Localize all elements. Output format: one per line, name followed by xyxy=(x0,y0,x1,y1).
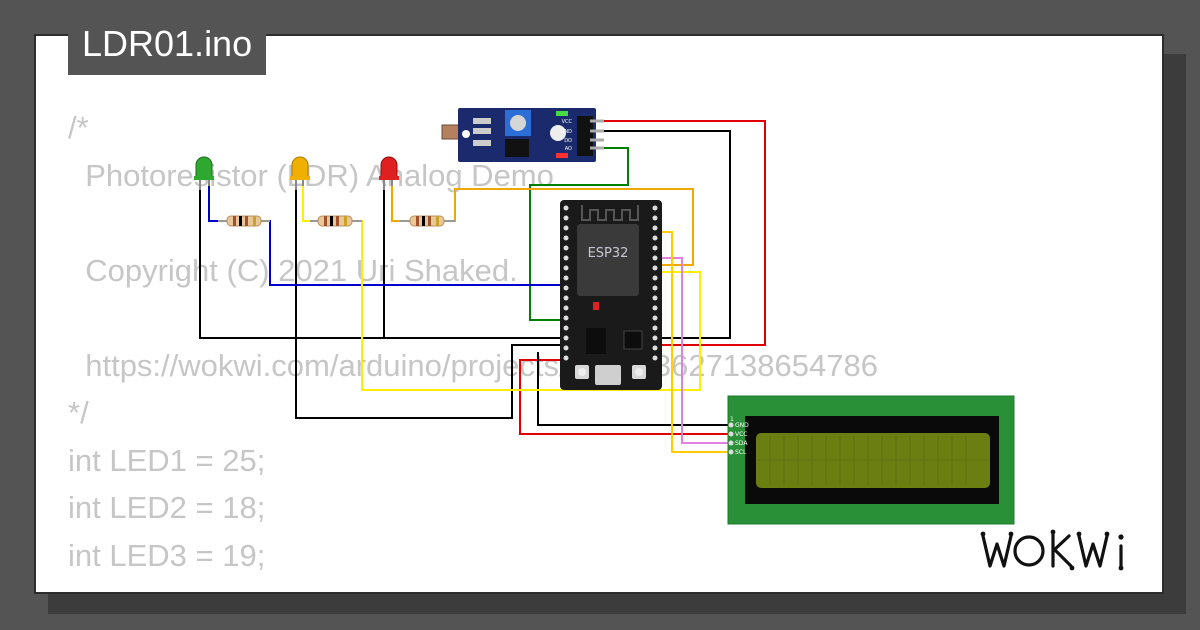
ldr-pin-label: GND xyxy=(561,129,573,135)
code-line: /* xyxy=(68,110,89,145)
usb-port xyxy=(595,365,621,385)
resistor-band xyxy=(324,216,327,226)
antenna-trace xyxy=(581,205,639,221)
esp32-board[interactable]: ESP32 xyxy=(560,200,662,390)
led-body xyxy=(291,156,309,179)
esp32-right-pins xyxy=(652,205,658,361)
smd-resistor xyxy=(473,128,491,134)
resistor-band xyxy=(233,216,236,226)
code-line: int LED3 = 19; xyxy=(68,537,266,573)
wire-power-ldr xyxy=(565,120,766,346)
lcd-pin-sda[interactable] xyxy=(728,440,734,446)
lcd-character-grid xyxy=(758,436,988,485)
resistor-band xyxy=(336,216,339,226)
power-led xyxy=(556,111,568,116)
lcd-pin-vcc[interactable] xyxy=(728,431,734,437)
wire-gnd-led2 xyxy=(295,185,565,419)
resistor-band xyxy=(436,216,439,226)
wire-led1-signal xyxy=(208,185,565,286)
code-line: */ xyxy=(68,395,89,430)
resistor-band xyxy=(428,216,431,226)
power-led xyxy=(593,302,599,310)
resistor-band xyxy=(344,216,347,226)
resistor-band xyxy=(416,216,419,226)
pin-header xyxy=(577,116,593,156)
esp32-label: ESP32 xyxy=(588,246,629,261)
led-body xyxy=(195,156,213,179)
code-line: int LED2 = 18; xyxy=(68,490,266,525)
ldr-pin-label: VCC xyxy=(562,119,573,125)
code-background: /* Photoresistor (LDR) Analog Demo Copyr… xyxy=(68,104,878,579)
led-body xyxy=(380,156,398,179)
code-line: https://wokwi.com/arduino/projects/30519… xyxy=(68,347,878,383)
led-red[interactable] xyxy=(379,156,399,190)
led-green[interactable] xyxy=(194,156,214,190)
esp32-left-pins xyxy=(563,205,569,361)
wire-gnd-led1 xyxy=(199,188,565,339)
lcd-pin-gnd[interactable] xyxy=(728,422,734,428)
comparator-chip xyxy=(505,139,529,157)
lcd-display[interactable]: 1 GND VCC SDA SCL xyxy=(727,395,1015,525)
lcd-pin-label: SCL xyxy=(735,449,747,456)
resistor-2[interactable] xyxy=(310,215,362,227)
reset-button-cap xyxy=(635,368,643,376)
usb-uart-chip xyxy=(623,330,643,350)
lcd-pin-label: VCC xyxy=(735,431,747,438)
boot-button-cap xyxy=(578,368,586,376)
potentiometer-knob xyxy=(510,115,526,131)
led-yellow[interactable] xyxy=(290,156,310,190)
resistor-1[interactable] xyxy=(218,215,270,227)
code-line: Photoresistor (LDR) Analog Demo xyxy=(68,157,554,193)
photoresistor xyxy=(441,124,461,140)
wire-led2-signal xyxy=(302,185,701,391)
resistor-band xyxy=(330,216,333,226)
led-rim xyxy=(290,176,310,180)
resistor-band xyxy=(422,216,425,226)
wire-sda xyxy=(655,257,728,444)
code-line: int LED1 = 25; xyxy=(68,442,266,478)
ldr-module[interactable]: VCC GND DO AO xyxy=(441,108,604,162)
esp32-module-shield xyxy=(577,224,639,296)
mount-hole-icon xyxy=(462,130,470,138)
mount-hole-icon xyxy=(550,125,566,141)
ldr-pin-label: DO xyxy=(564,138,572,144)
lcd-pin-scl[interactable] xyxy=(728,449,734,455)
resistor-band xyxy=(239,216,242,226)
ldr-pin-label: AO xyxy=(565,146,572,152)
signal-led xyxy=(556,153,568,158)
resistor-band xyxy=(245,216,248,226)
led-rim xyxy=(379,176,399,180)
wire-gnd-ldr xyxy=(604,130,731,339)
wire-power-lcd xyxy=(519,359,728,435)
wire-gnd-lcd xyxy=(537,352,728,426)
wire-gnd-led3 xyxy=(383,188,540,339)
wire-led3-signal xyxy=(391,185,694,266)
resistor-3[interactable] xyxy=(400,215,455,227)
lcd-pin-one-label: 1 xyxy=(730,416,734,423)
wokwi-logo[interactable] xyxy=(975,520,1150,580)
smd-resistor xyxy=(473,118,491,124)
lcd-pin-label: GND xyxy=(735,422,749,429)
voltage-regulator xyxy=(586,328,606,354)
wire-analog xyxy=(529,147,629,321)
lcd-pin-label: SDA xyxy=(735,440,748,447)
smd-resistor xyxy=(473,140,491,146)
wires xyxy=(199,120,766,453)
sketch-filename: LDR01.ino xyxy=(68,12,267,75)
resistor-band xyxy=(253,216,256,226)
wire-scl xyxy=(655,231,728,453)
led-rim xyxy=(194,176,214,180)
